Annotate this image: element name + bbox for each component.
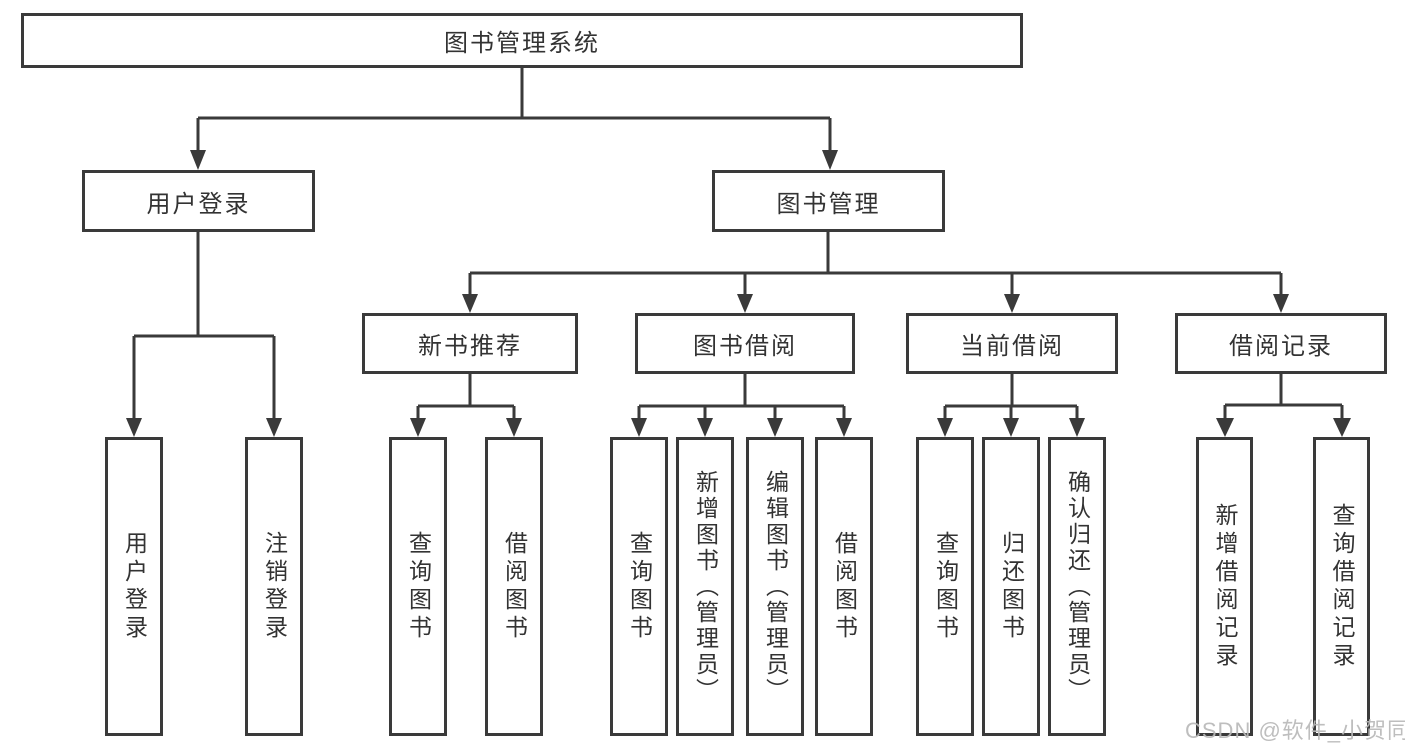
leaf-query-borrow-record-label: 查询借阅记录	[1329, 502, 1355, 671]
leaf-confirm-return-admin: 确认归还（管理员）	[1048, 437, 1106, 736]
node-borrow-records-label: 借阅记录	[1229, 333, 1333, 360]
leaf-add-borrow-record-label: 新增借阅记录	[1212, 502, 1238, 671]
leaf-query-borrow-record: 查询借阅记录	[1313, 437, 1370, 736]
leaf-borrow-book-label: 借阅图书	[831, 530, 858, 643]
node-book-borrow-label: 图书借阅	[693, 333, 797, 360]
leaf-user-login-label: 用户登录	[121, 530, 148, 643]
leaf-recommend-query-book-label: 查询图书	[405, 530, 432, 643]
leaf-user-login: 用户登录	[105, 437, 163, 736]
node-root-label: 图书管理系统	[444, 30, 600, 57]
leaf-logout-label: 注销登录	[261, 530, 288, 643]
node-user-login: 用户登录	[82, 170, 315, 232]
node-current-borrow: 当前借阅	[906, 313, 1118, 374]
leaf-current-query-book: 查询图书	[916, 437, 974, 736]
leaf-recommend-borrow-book-label: 借阅图书	[501, 530, 528, 643]
node-current-borrow-label: 当前借阅	[960, 333, 1064, 360]
node-book-management-label: 图书管理	[776, 190, 881, 218]
leaf-recommend-query-book: 查询图书	[389, 437, 447, 736]
node-new-book-recommend-label: 新书推荐	[418, 333, 522, 360]
leaf-add-book-admin-label: 新增图书（管理员）	[692, 469, 719, 704]
node-book-management: 图书管理	[712, 170, 945, 232]
leaf-current-query-book-label: 查询图书	[932, 530, 959, 643]
leaf-recommend-borrow-book: 借阅图书	[485, 437, 543, 736]
leaf-add-book-admin: 新增图书（管理员）	[676, 437, 734, 736]
leaf-borrow-query-book-label: 查询图书	[626, 530, 653, 643]
leaf-add-borrow-record: 新增借阅记录	[1196, 437, 1253, 736]
leaf-edit-book-admin: 编辑图书（管理员）	[746, 437, 804, 736]
leaf-borrow-query-book: 查询图书	[610, 437, 668, 736]
leaf-borrow-book: 借阅图书	[815, 437, 873, 736]
leaf-confirm-return-admin-label: 确认归还（管理员）	[1064, 469, 1091, 704]
node-root: 图书管理系统	[21, 13, 1023, 68]
node-new-book-recommend: 新书推荐	[362, 313, 578, 374]
leaf-return-book: 归还图书	[982, 437, 1040, 736]
node-user-login-label: 用户登录	[146, 190, 251, 218]
csdn-watermark: CSDN @软件_小贺同学	[1185, 718, 1405, 743]
arrowheads	[126, 150, 1351, 437]
leaf-edit-book-admin-label: 编辑图书（管理员）	[762, 469, 789, 704]
node-borrow-records: 借阅记录	[1175, 313, 1387, 374]
node-book-borrow: 图书借阅	[635, 313, 855, 374]
leaf-logout: 注销登录	[245, 437, 303, 736]
leaf-return-book-label: 归还图书	[998, 530, 1025, 643]
